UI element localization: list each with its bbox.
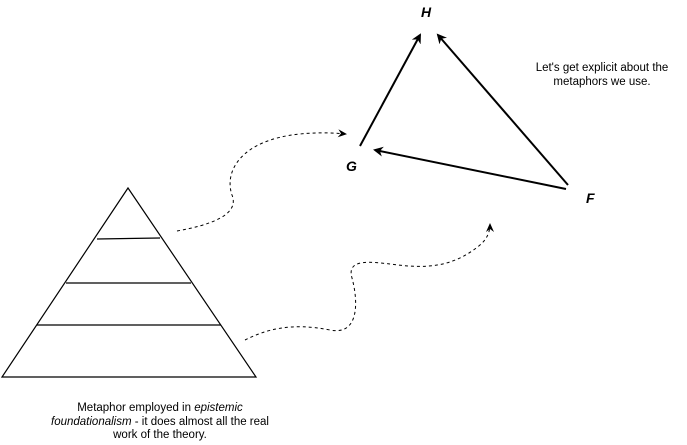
node-label-g: G — [346, 158, 357, 174]
edge-g-to-h — [359, 33, 421, 147]
dashed-connector-top — [176, 129, 347, 232]
dashed-connector-bottom — [244, 223, 494, 341]
directed-triangle — [359, 33, 569, 190]
edge-f-to-h — [436, 33, 569, 186]
edge-f-to-g — [373, 146, 567, 190]
note-explicit-metaphors: Let's get explicit about the metaphors w… — [535, 62, 669, 88]
note-bottom-suffix: - it does almost all the real work of th… — [113, 415, 269, 442]
note-foundationalism: Metaphor employed in epistemic foundatio… — [40, 402, 280, 443]
pyramid-layer-line-1 — [96, 237, 161, 240]
note-bottom-prefix: Metaphor employed in — [77, 402, 195, 414]
node-label-f: F — [586, 190, 595, 206]
node-label-h: H — [421, 4, 432, 20]
note-bottom-emphasis: epistemic foundationalism — [51, 402, 243, 428]
pyramid — [0, 186, 258, 378]
